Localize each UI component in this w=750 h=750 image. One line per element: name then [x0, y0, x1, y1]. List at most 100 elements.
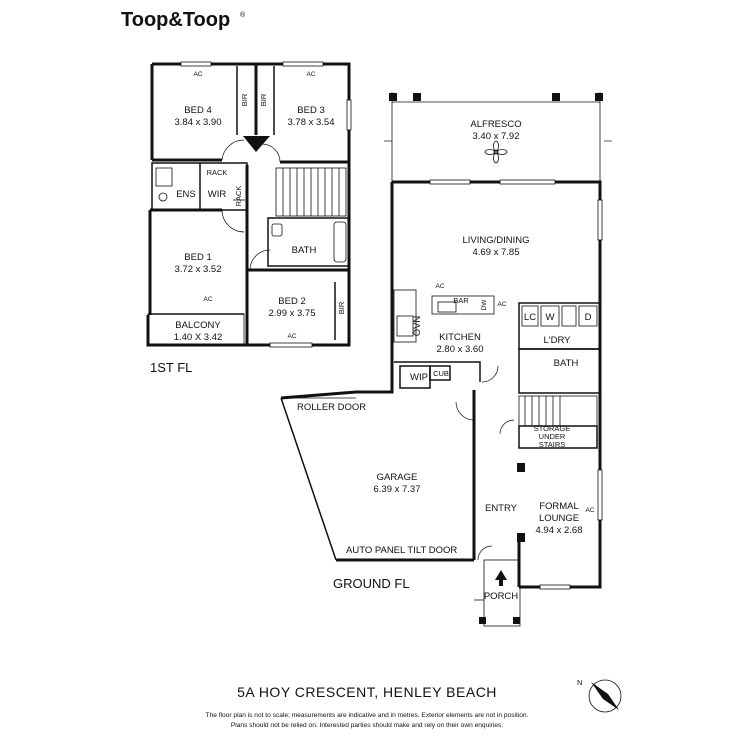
entry-arrow-icon: [495, 570, 507, 586]
living-size: 4.69 x 7.85: [472, 247, 519, 258]
door-swing: [477, 545, 493, 561]
bir-bed2-label: BIR: [337, 301, 346, 314]
brand-logo: Toop&Toop ®: [121, 9, 246, 31]
compass-north-label: N: [577, 678, 582, 687]
ac-label-bed4: AC: [193, 71, 202, 78]
disclaimer-line1: The floor plan is not to scale; measurem…: [206, 712, 529, 719]
wir-label: WIR: [208, 189, 227, 200]
ovn-label: OVN: [412, 316, 423, 337]
dryer: [578, 305, 598, 327]
garage-name: GARAGE: [377, 472, 418, 483]
laundry-tub: [521, 305, 539, 327]
island-bench: [431, 295, 495, 315]
laundry-label: L'DRY: [544, 335, 572, 346]
ac-label-bed3: AC: [306, 71, 315, 78]
ensuite-shower: [155, 167, 173, 187]
sliding-door: [499, 179, 556, 185]
ens-label: ENS: [176, 189, 196, 200]
property-address: 5A HOY CRESCENT, HENLEY BEACH: [237, 684, 497, 700]
bir-bed4-label: BIR: [240, 93, 249, 106]
bed4-size: 3.84 x 3.90: [174, 117, 221, 128]
kitchen-south-wall: [394, 361, 481, 382]
first-floor-label: 1ST FL: [150, 360, 192, 375]
bath-first-floor-label: BATH: [292, 245, 317, 256]
ac-label-living: AC: [435, 283, 444, 290]
stairs-ground: [518, 395, 598, 427]
lounge-size: 4.94 x 2.68: [535, 525, 582, 536]
bed1-size: 3.72 x 3.52: [174, 264, 221, 275]
stair-arrow-icon: [243, 136, 270, 152]
post: [479, 617, 486, 624]
door-swing: [481, 365, 499, 383]
balcony-name: BALCONY: [175, 320, 221, 331]
kitchen-bench: [393, 289, 417, 343]
post: [389, 93, 397, 101]
bir-bed3-label: BIR: [259, 93, 268, 106]
window: [269, 342, 313, 348]
door-swing: [249, 249, 271, 271]
garage-west-wall: [280, 397, 337, 561]
disclaimer-line2: Plans should not be relied on. Intereste…: [231, 722, 504, 729]
living-name: LIVING/DINING: [462, 235, 529, 246]
ac-label-bed1: AC: [203, 296, 212, 303]
ac-label-lounge: AC: [585, 507, 594, 514]
brand-name: Toop&Toop: [121, 9, 230, 31]
ground-floor-plan: ALFRESCO 3.40 x 7.92 LIVING/DINING 4.69 …: [280, 92, 612, 627]
door-swing: [499, 419, 515, 435]
tilt-door-label: AUTO PANEL TILT DOOR: [346, 545, 457, 556]
door-swing: [221, 209, 245, 233]
bed3-name: BED 3: [297, 105, 324, 116]
window: [180, 61, 212, 67]
storage-line2: UNDER: [539, 432, 566, 441]
storage-line1: STORAGE: [534, 424, 571, 433]
porch-outline: [483, 559, 521, 627]
ceiling-fan-icon: [484, 140, 508, 164]
toilet-icon: [158, 192, 168, 202]
bath-ground-label: BATH: [554, 358, 579, 369]
balcony-size: 1.40 X 3.42: [174, 332, 223, 343]
post: [552, 93, 560, 101]
alfresco-size: 3.40 x 7.92: [472, 131, 519, 142]
roller-door-label: ROLLER DOOR: [297, 402, 366, 413]
cub-label: CUB: [433, 369, 449, 378]
ac-label-kitchen: AC: [497, 301, 506, 308]
kitchen-size: 2.80 x 3.60: [436, 344, 483, 355]
alfresco-name: ALFRESCO: [470, 119, 521, 130]
ground-outer-wall-west: [356, 182, 394, 394]
window: [282, 61, 324, 67]
window: [539, 584, 571, 590]
stairs-ground-treads: [524, 396, 561, 426]
wip-label: WIP: [410, 372, 428, 383]
compass: N: [577, 678, 622, 713]
brand-registered-mark: ®: [240, 11, 246, 19]
compass-ring: [588, 679, 622, 713]
bed3-size: 3.78 x 3.54: [287, 117, 334, 128]
first-floor-plan: BED 4 3.84 x 3.90 BED 3 3.78 x 3.54 BED …: [146, 61, 352, 375]
rack-label-side: RACK: [234, 186, 243, 207]
washer: [540, 305, 560, 327]
post: [513, 617, 520, 624]
ground-floor-label: GROUND FL: [333, 576, 410, 591]
entry-label: ENTRY: [485, 503, 518, 514]
post: [595, 93, 603, 101]
storage-line3: STAIRS: [539, 440, 566, 449]
porch-label: PORCH: [484, 591, 518, 602]
kitchen-name: KITCHEN: [439, 332, 481, 343]
sink: [437, 301, 457, 313]
bed2-size: 2.99 x 3.75: [268, 308, 315, 319]
bathtub: [333, 221, 347, 263]
garage-size: 6.39 x 7.37: [373, 484, 420, 495]
bath-first-floor-room: [267, 217, 350, 267]
post: [517, 533, 525, 542]
lounge-name: FORMAL: [539, 501, 579, 512]
window: [597, 469, 603, 521]
cooktop: [396, 315, 414, 337]
bed1-name: BED 1: [184, 252, 211, 263]
sink-laundry: [561, 305, 577, 327]
compass-needle-icon: [591, 682, 619, 710]
ac-label-bed2: AC: [287, 333, 296, 340]
bed2-name: BED 2: [278, 296, 305, 307]
door-swing: [455, 401, 475, 421]
dw-label: DW: [481, 299, 488, 311]
stairs-treads: [282, 168, 340, 216]
